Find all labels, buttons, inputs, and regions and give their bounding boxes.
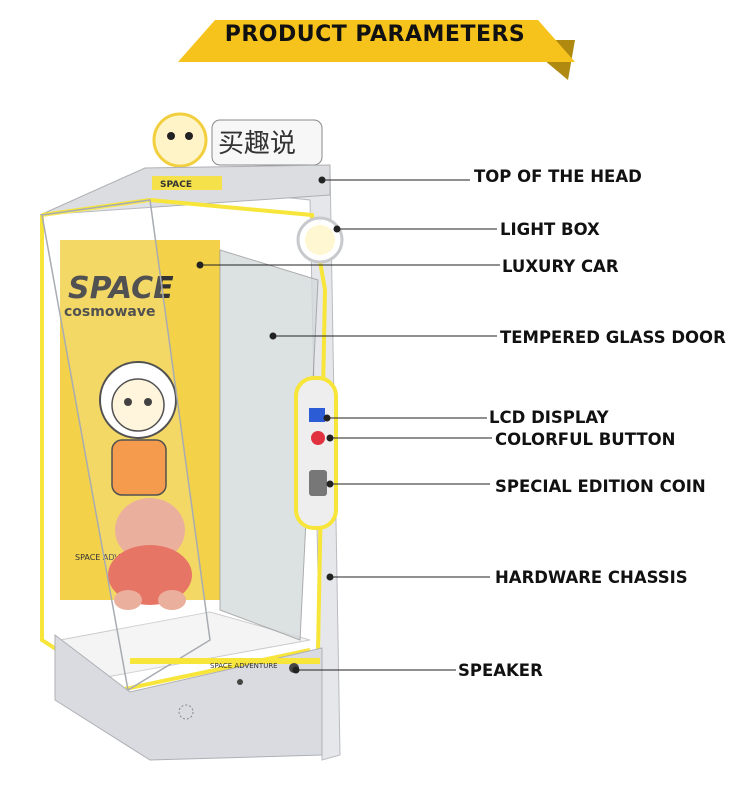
panel-footer: SPACE ADVEN [75, 553, 131, 562]
callout-tempered-glass-door: TEMPERED GLASS DOOR [500, 328, 726, 347]
top-logo: 买趣说 [152, 112, 323, 168]
callout-top-of-head: TOP OF THE HEAD [474, 167, 642, 186]
svg-text:买趣说: 买趣说 [218, 129, 296, 159]
base-light-strip [130, 658, 320, 664]
button-red [311, 431, 325, 445]
light-box [296, 216, 344, 264]
callout-special-edition-coin: SPECIAL EDITION COIN [495, 477, 706, 496]
page-title: PRODUCT PARAMETERS [224, 22, 526, 47]
callout-light-box: LIGHT BOX [500, 220, 600, 239]
brand-text: SPACE [160, 180, 192, 190]
lcd-screen [309, 408, 325, 422]
brand-plate [152, 176, 222, 190]
callout-luxury-car: LUXURY CAR [502, 257, 619, 276]
header-banner [178, 20, 575, 80]
callout-colorful-button: COLORFUL BUTTON [495, 430, 676, 449]
plush-toy [108, 498, 192, 610]
callout-lcd-display: LCD DISPLAY [489, 408, 609, 427]
panel-title: SPACE [68, 271, 174, 306]
callout-speaker: SPEAKER [458, 661, 543, 680]
cabinet-base [54, 633, 323, 761]
lock-hole [237, 679, 243, 685]
base-strip-text: SPACE ADVENTURE [210, 662, 278, 670]
callout-hardware-chassis: HARDWARE CHASSIS [495, 568, 688, 587]
vent-icon [178, 704, 194, 720]
control-panel [294, 376, 338, 530]
coin-slot [309, 470, 327, 496]
callout-lines [196, 176, 500, 674]
panel-subtitle: cosmowave [64, 304, 155, 320]
glass-door [41, 199, 211, 692]
inner-window [219, 249, 319, 641]
astronaut-cat-artwork [99, 361, 177, 496]
banner-shape [178, 20, 575, 62]
